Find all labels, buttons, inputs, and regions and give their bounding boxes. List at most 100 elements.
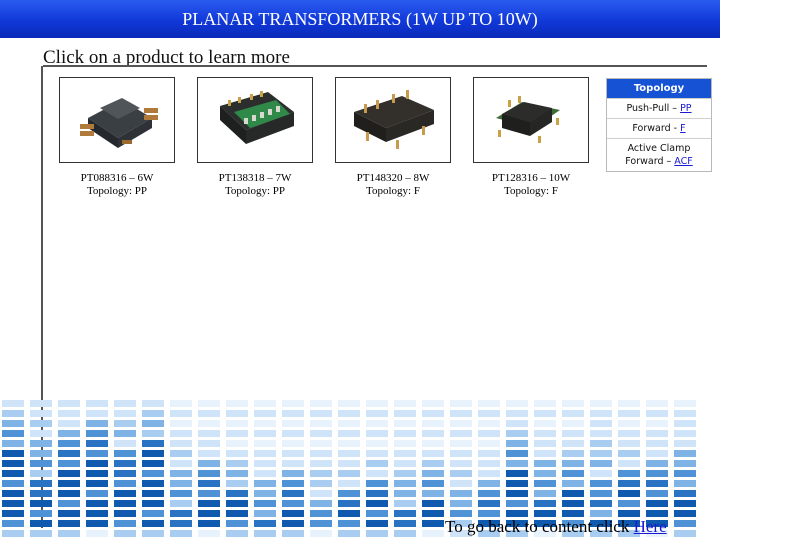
product-card-pt128316[interactable]: PT128316 – 10W Topology: F — [473, 77, 589, 198]
product-topology: Topology: F — [504, 185, 558, 197]
equalizer-bar — [170, 480, 192, 487]
equalizer-bar — [618, 420, 640, 427]
equalizer-bar — [422, 440, 444, 447]
equalizer-bar — [366, 480, 388, 487]
equalizer-bar — [562, 450, 584, 457]
equalizer-bar — [338, 520, 360, 527]
equalizer-bar — [422, 410, 444, 417]
equalizer-bar — [674, 400, 696, 407]
equalizer-bar — [422, 480, 444, 487]
topology-label: Forward - — [632, 123, 681, 134]
equalizer-bar — [142, 490, 164, 497]
equalizer-bar — [366, 440, 388, 447]
topology-link-acf[interactable]: ACF — [674, 156, 693, 167]
equalizer-bar — [422, 490, 444, 497]
equalizer-bar — [506, 430, 528, 437]
topology-row-active-clamp: Active Clamp Forward – ACF — [607, 138, 711, 171]
equalizer-bar — [142, 470, 164, 477]
topology-label: Push-Pull – — [626, 103, 681, 114]
product-card-pt148320[interactable]: PT148320 – 8W Topology: F — [335, 77, 451, 198]
equalizer-bar — [562, 470, 584, 477]
equalizer-bar — [226, 440, 248, 447]
product-image[interactable] — [197, 77, 313, 163]
equalizer-bar — [254, 470, 276, 477]
equalizer-bar — [142, 450, 164, 457]
equalizer-bar — [114, 440, 136, 447]
equalizer-bar — [422, 430, 444, 437]
equalizer-bar — [198, 530, 220, 537]
equalizer-bar — [450, 420, 472, 427]
equalizer-bar — [170, 410, 192, 417]
equalizer-bar — [282, 400, 304, 407]
equalizer-bar — [142, 440, 164, 447]
equalizer-bar — [534, 530, 556, 537]
equalizer-bar — [86, 490, 108, 497]
topology-link-pp[interactable]: PP — [680, 103, 692, 114]
equalizer-bar — [422, 500, 444, 507]
equalizer-bar — [394, 530, 416, 537]
product-card-pt088316[interactable]: PT088316 – 6W Topology: PP — [59, 77, 175, 198]
equalizer-bar — [58, 450, 80, 457]
equalizer-bar — [562, 440, 584, 447]
equalizer-bar — [30, 450, 52, 457]
equalizer-bar — [394, 410, 416, 417]
equalizer-bar — [478, 500, 500, 507]
equalizer-bar — [478, 440, 500, 447]
equalizer-bar — [506, 480, 528, 487]
equalizer-bar — [562, 430, 584, 437]
equalizer-bar — [254, 410, 276, 417]
equalizer-bar — [226, 420, 248, 427]
equalizer-bar — [114, 420, 136, 427]
equalizer-bar — [366, 420, 388, 427]
equalizer-bar — [198, 440, 220, 447]
equalizer-bar — [198, 410, 220, 417]
equalizer-bar — [478, 480, 500, 487]
equalizer-bar — [366, 510, 388, 517]
equalizer-bar — [198, 510, 220, 517]
equalizer-bar — [674, 460, 696, 467]
product-image[interactable] — [335, 77, 451, 163]
equalizer-bar — [254, 460, 276, 467]
equalizer-bar — [506, 500, 528, 507]
equalizer-bar — [478, 400, 500, 407]
equalizer-background — [2, 400, 696, 537]
equalizer-bar — [534, 490, 556, 497]
equalizer-bar — [590, 450, 612, 457]
equalizer-bar — [198, 430, 220, 437]
back-to-content-link[interactable]: Here — [633, 517, 667, 536]
equalizer-bar — [254, 500, 276, 507]
equalizer-bar — [562, 410, 584, 417]
equalizer-bar — [478, 520, 500, 527]
equalizer-bar — [198, 450, 220, 457]
product-image[interactable] — [59, 77, 175, 163]
equalizer-bar — [198, 520, 220, 527]
equalizer-bar — [226, 490, 248, 497]
equalizer-bar — [618, 490, 640, 497]
equalizer-bar — [590, 410, 612, 417]
equalizer-bar — [562, 420, 584, 427]
equalizer-bar — [590, 460, 612, 467]
equalizer-bar — [674, 470, 696, 477]
product-image[interactable] — [473, 77, 589, 163]
equalizer-bar — [114, 500, 136, 507]
equalizer-bar — [646, 510, 668, 517]
equalizer-bar — [394, 490, 416, 497]
equalizer-bar — [86, 430, 108, 437]
equalizer-bar — [394, 520, 416, 527]
equalizer-bar — [562, 500, 584, 507]
equalizer-bar — [366, 430, 388, 437]
equalizer-bar — [114, 520, 136, 527]
equalizer-bar — [310, 450, 332, 457]
equalizer-bar — [170, 460, 192, 467]
equalizer-bar — [2, 420, 24, 427]
equalizer-bar — [646, 440, 668, 447]
equalizer-bar — [534, 470, 556, 477]
equalizer-bar — [394, 470, 416, 477]
product-topology: Topology: F — [366, 185, 420, 197]
topology-link-f[interactable]: F — [680, 123, 686, 134]
product-card-pt138318[interactable]: PT138318 – 7W Topology: PP — [197, 77, 313, 198]
equalizer-bar — [674, 420, 696, 427]
equalizer-bar — [562, 530, 584, 537]
equalizer-bar — [646, 480, 668, 487]
equalizer-bar — [30, 400, 52, 407]
